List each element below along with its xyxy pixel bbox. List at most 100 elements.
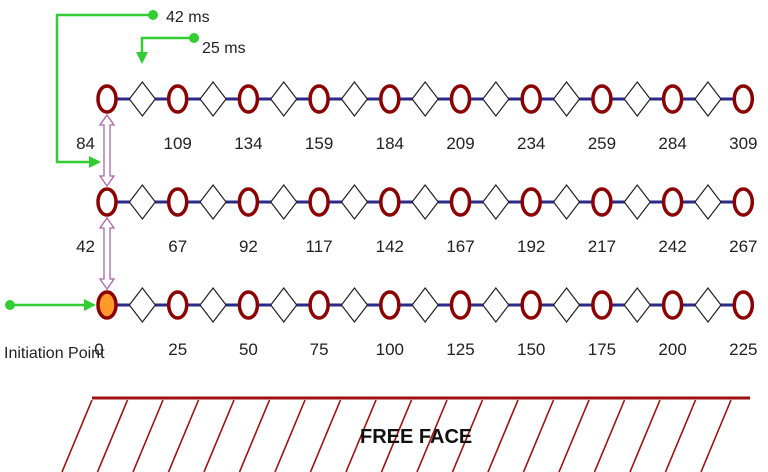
hole-delay-label: 234 [517,134,545,153]
hole-delay-label: 134 [234,134,262,153]
blast-hole [591,84,613,114]
arrow-head-icon [136,52,148,64]
free-face-hatch-line [558,399,590,472]
initiation-hole [96,290,118,320]
hole-delay-label: 242 [658,237,686,256]
blast-hole [166,187,189,217]
blast-hole [449,290,472,320]
delay-connector-diamond [623,287,652,323]
hole-delay-label: 125 [446,340,474,359]
hole-delay-label: 309 [729,134,757,153]
hole-delay-label: 150 [517,340,545,359]
free-face-hatch-line [238,399,271,472]
free-face-hatch-line [96,399,129,472]
blast-hole [732,290,755,320]
delay-connector-diamond [411,81,439,117]
delay-connector-diamond [552,81,581,117]
free-face-hatch-line [451,399,484,472]
hole-delay-label: 200 [658,340,686,359]
blast-hole [449,84,472,114]
delay-connector-diamond [482,81,510,117]
hole-delay-label: 42 [76,237,95,256]
blast-hole [379,84,401,114]
delay-connector-diamond [340,184,369,220]
delay-connector-diamond [128,287,157,323]
inter-row-connector [98,216,116,291]
delay-connector-diamond [199,81,227,117]
hole-delay-label: 192 [517,237,545,256]
hole-delay-label: 259 [588,134,616,153]
blast-hole [661,187,684,217]
arrow-head-icon [84,299,96,311]
free-face-hatch-line [167,399,200,472]
blast-hole [449,187,472,217]
blast-hole [308,84,330,114]
blast-hole [96,187,118,217]
hole-delay-label: 109 [164,134,192,153]
hole-delay-label: 142 [376,237,404,256]
inter-row-connector [98,113,116,188]
delay-connector-diamond [552,184,581,220]
free-face-hatch-line [61,399,93,472]
delay-connector-diamond [128,184,157,220]
delay-label-25ms: 25 ms [202,40,246,57]
delay-connector-diamond [694,287,722,323]
delay-connector-diamond [340,287,369,323]
hole-delay-label: 284 [658,134,686,153]
blast-hole [661,84,684,114]
delay-connector-diamond [411,184,439,220]
blast-hole [237,187,260,217]
free-face-hatch-line [380,399,413,472]
blast-hole [237,290,260,320]
blast-hole [591,187,613,217]
free-face-hatch-line [345,399,377,472]
hole-delay-label: 175 [588,340,616,359]
blast-hole [520,290,542,320]
hole-delay-label: 217 [588,237,616,256]
blast-hole [732,187,755,217]
delay-connector-diamond [411,287,439,323]
arrow-head-icon [89,156,101,168]
blast-hole [520,84,542,114]
delay-connector-diamond [694,81,722,117]
delay-connector-diamond [623,81,652,117]
free-face-hatch-line [700,399,732,472]
delay-connector-diamond [199,184,227,220]
free-face-hatch-line [309,399,342,472]
hole-delay-label: 100 [376,340,404,359]
delay-connector-diamond [623,184,652,220]
blast-hole [166,84,189,114]
free-face-label: FREE FACE [360,426,472,448]
free-face-hatch-line [274,399,306,472]
hole-delay-label: 117 [306,237,333,256]
hole-delay-label: 75 [310,340,329,359]
delay-connector-diamond [199,287,227,323]
hole-delay-label: 167 [446,237,474,256]
delay-arrow-42ms [55,13,153,164]
free-face-hatch-line [629,399,661,472]
hole-delay-label: 0 [94,340,103,359]
delay-connector-diamond [340,81,369,117]
hole-delay-label: 92 [239,237,258,256]
delay-connector-diamond [694,184,722,220]
free-face-hatch-line [416,399,448,472]
delay-connector-diamond [269,287,298,323]
blast-hole [661,290,684,320]
free-face: FREE FACE [61,396,750,472]
free-face-hatch-line [203,399,235,472]
free-face-hatch-line [664,399,697,472]
blast-hole [591,290,613,320]
hole-delay-label: 25 [168,340,187,359]
initiation-point-label: Initiation Point [4,345,105,362]
blast-hole [520,187,542,217]
initiation-dot [5,300,15,310]
blast-hole [379,290,401,320]
hole-delay-label: 225 [729,340,757,359]
blast-hole [96,84,118,114]
hole-delay-label: 67 [168,237,187,256]
free-face-hatch-line [132,399,164,472]
hole-delay-label: 159 [305,134,333,153]
free-face-hatch-line [593,399,626,472]
hole-delay-label: 84 [76,134,95,153]
